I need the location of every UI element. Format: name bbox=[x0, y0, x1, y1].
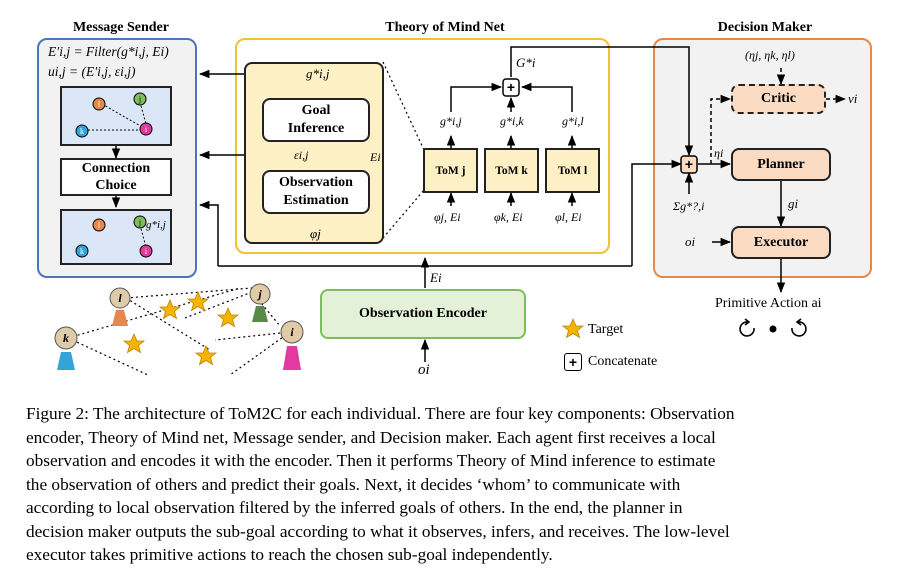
tom-box-k: ToM k bbox=[484, 148, 539, 193]
svg-text:l: l bbox=[98, 221, 101, 230]
planner-box: Planner bbox=[731, 148, 831, 181]
tom-box-j-label: ToM j bbox=[435, 164, 466, 177]
caption-line: decision maker outputs the sub-goal acco… bbox=[26, 521, 730, 541]
tom-e-label: Ei bbox=[370, 150, 381, 164]
executor-box: Executor bbox=[731, 226, 831, 259]
action-glyphs bbox=[739, 318, 807, 337]
goal-inference-box: Goal Inference bbox=[262, 98, 370, 142]
encoder-input-label: oi bbox=[418, 362, 430, 378]
concat-output-label: G*i bbox=[516, 55, 536, 70]
tom-input-l: φl, Ei bbox=[555, 210, 582, 224]
graph-bottom-svg: l j k i bbox=[75, 215, 153, 258]
caption-line: encoder, Theory of Mind net, Message sen… bbox=[26, 427, 716, 447]
tom-box-j: ToM j bbox=[423, 148, 478, 193]
graph-top-svg: l j k i bbox=[75, 92, 153, 138]
rotate-right-icon bbox=[791, 321, 807, 337]
svg-text:l: l bbox=[118, 291, 122, 305]
concat-node-decision bbox=[680, 155, 698, 174]
caption-line: observation and encodes it with the enco… bbox=[26, 451, 716, 470]
agent-l: l bbox=[109, 287, 131, 326]
theory-of-mind-net-title: Theory of Mind Net bbox=[385, 20, 505, 35]
legend-concat-icon: + bbox=[564, 353, 582, 371]
svg-text:j: j bbox=[256, 287, 262, 301]
sum-goal-label: Σg*?,i bbox=[673, 199, 705, 213]
target-star-3 bbox=[216, 306, 240, 328]
eps-label: εi,j bbox=[294, 148, 309, 162]
tom-output-j: g*i,j bbox=[440, 114, 462, 128]
node-label-i: i bbox=[145, 125, 148, 134]
svg-text:k: k bbox=[80, 247, 84, 256]
message-formula: ui,j = (E′i,j, εi,j) bbox=[48, 64, 136, 79]
encoder-output-label: Ei bbox=[430, 270, 442, 285]
goal-inference-label: Goal Inference bbox=[287, 103, 345, 136]
diagram-connectors: + + bbox=[111, 46, 847, 362]
graph-panel-top: l j k i bbox=[60, 86, 172, 146]
tom-output-k: g*i,k bbox=[500, 114, 524, 128]
legend-concatenate-label: Concatenate bbox=[588, 354, 658, 369]
target-star-1 bbox=[158, 298, 182, 320]
node-label-j: j bbox=[138, 95, 141, 104]
phi-j-label: φj bbox=[310, 226, 321, 241]
caption-line: the observation of others and predict th… bbox=[26, 474, 681, 494]
agent-j: j bbox=[249, 283, 271, 322]
concat-node-tom bbox=[502, 78, 520, 97]
agent-i: i bbox=[280, 320, 304, 370]
primitive-action-label: Primitive Action ai bbox=[715, 296, 822, 311]
observation-estimation-label: Observation Estimation bbox=[279, 175, 353, 208]
tom-box-l-label: ToM l bbox=[557, 164, 588, 177]
observation-encoder-label: Observation Encoder bbox=[359, 306, 487, 321]
figure-caption: Figure 2: The architecture of ToM2C for … bbox=[26, 402, 888, 567]
critic-output-label: vi bbox=[848, 91, 858, 106]
legend-target-label: Target bbox=[588, 322, 624, 337]
legend-target-icon bbox=[562, 318, 584, 339]
tom-goal-output: g*i,j bbox=[306, 66, 330, 81]
eta-i-label: ηi bbox=[714, 146, 724, 160]
target-star-5 bbox=[194, 344, 218, 366]
tom-inner-panel bbox=[244, 62, 384, 244]
svg-text:+: + bbox=[507, 79, 515, 95]
message-sender-title: Message Sender bbox=[72, 20, 170, 35]
connection-choice-label: Connection Choice bbox=[81, 161, 151, 193]
planner-label: Planner bbox=[757, 156, 805, 172]
observation-encoder-box: Observation Encoder bbox=[320, 289, 526, 339]
tom-input-j: φj, Ei bbox=[434, 210, 461, 224]
scene-illustration: l j k i bbox=[54, 283, 304, 376]
filter-formula: E′i,j = Filter(g*i,j, Ei) bbox=[48, 44, 169, 59]
tom-box-l: ToM l bbox=[545, 148, 600, 193]
svg-text:k: k bbox=[63, 331, 69, 345]
node-label-k: k bbox=[80, 127, 84, 136]
o-i-decision-label: oi bbox=[685, 234, 696, 249]
node-label-l: l bbox=[98, 100, 101, 109]
tom-output-l: g*i,l bbox=[562, 114, 584, 128]
target-star-4 bbox=[122, 332, 146, 354]
caption-line: Figure 2: The architecture of ToM2C for … bbox=[26, 404, 735, 423]
caption-line: executor takes primitive actions to reac… bbox=[26, 545, 553, 564]
critic-label: Critic bbox=[761, 91, 796, 106]
svg-text:j: j bbox=[138, 218, 141, 227]
g-i-label: gi bbox=[788, 196, 799, 211]
decision-maker-title: Decision Maker bbox=[717, 20, 813, 35]
connection-choice-box: Connection Choice bbox=[60, 158, 172, 196]
eta-tuple: (ηj, ηk, ηl) bbox=[745, 48, 795, 62]
rotate-left-icon bbox=[739, 321, 755, 337]
executor-label: Executor bbox=[753, 234, 809, 250]
target-star-2 bbox=[186, 290, 210, 312]
caption-line: according to local observation filtered … bbox=[26, 498, 683, 517]
svg-text:i: i bbox=[290, 325, 294, 339]
svg-text:i: i bbox=[145, 247, 148, 256]
critic-box: Critic bbox=[731, 84, 826, 114]
goal-annotation: g*i,j bbox=[146, 219, 166, 231]
svg-text:+: + bbox=[685, 156, 693, 172]
agent-k: k bbox=[54, 326, 78, 370]
tom-box-k-label: ToM k bbox=[495, 164, 528, 177]
observation-estimation-box: Observation Estimation bbox=[262, 170, 370, 214]
stay-icon bbox=[769, 325, 777, 333]
graph-panel-bottom: l j k i g*i,j bbox=[60, 209, 172, 265]
tom-input-k: φk, Ei bbox=[494, 210, 523, 224]
